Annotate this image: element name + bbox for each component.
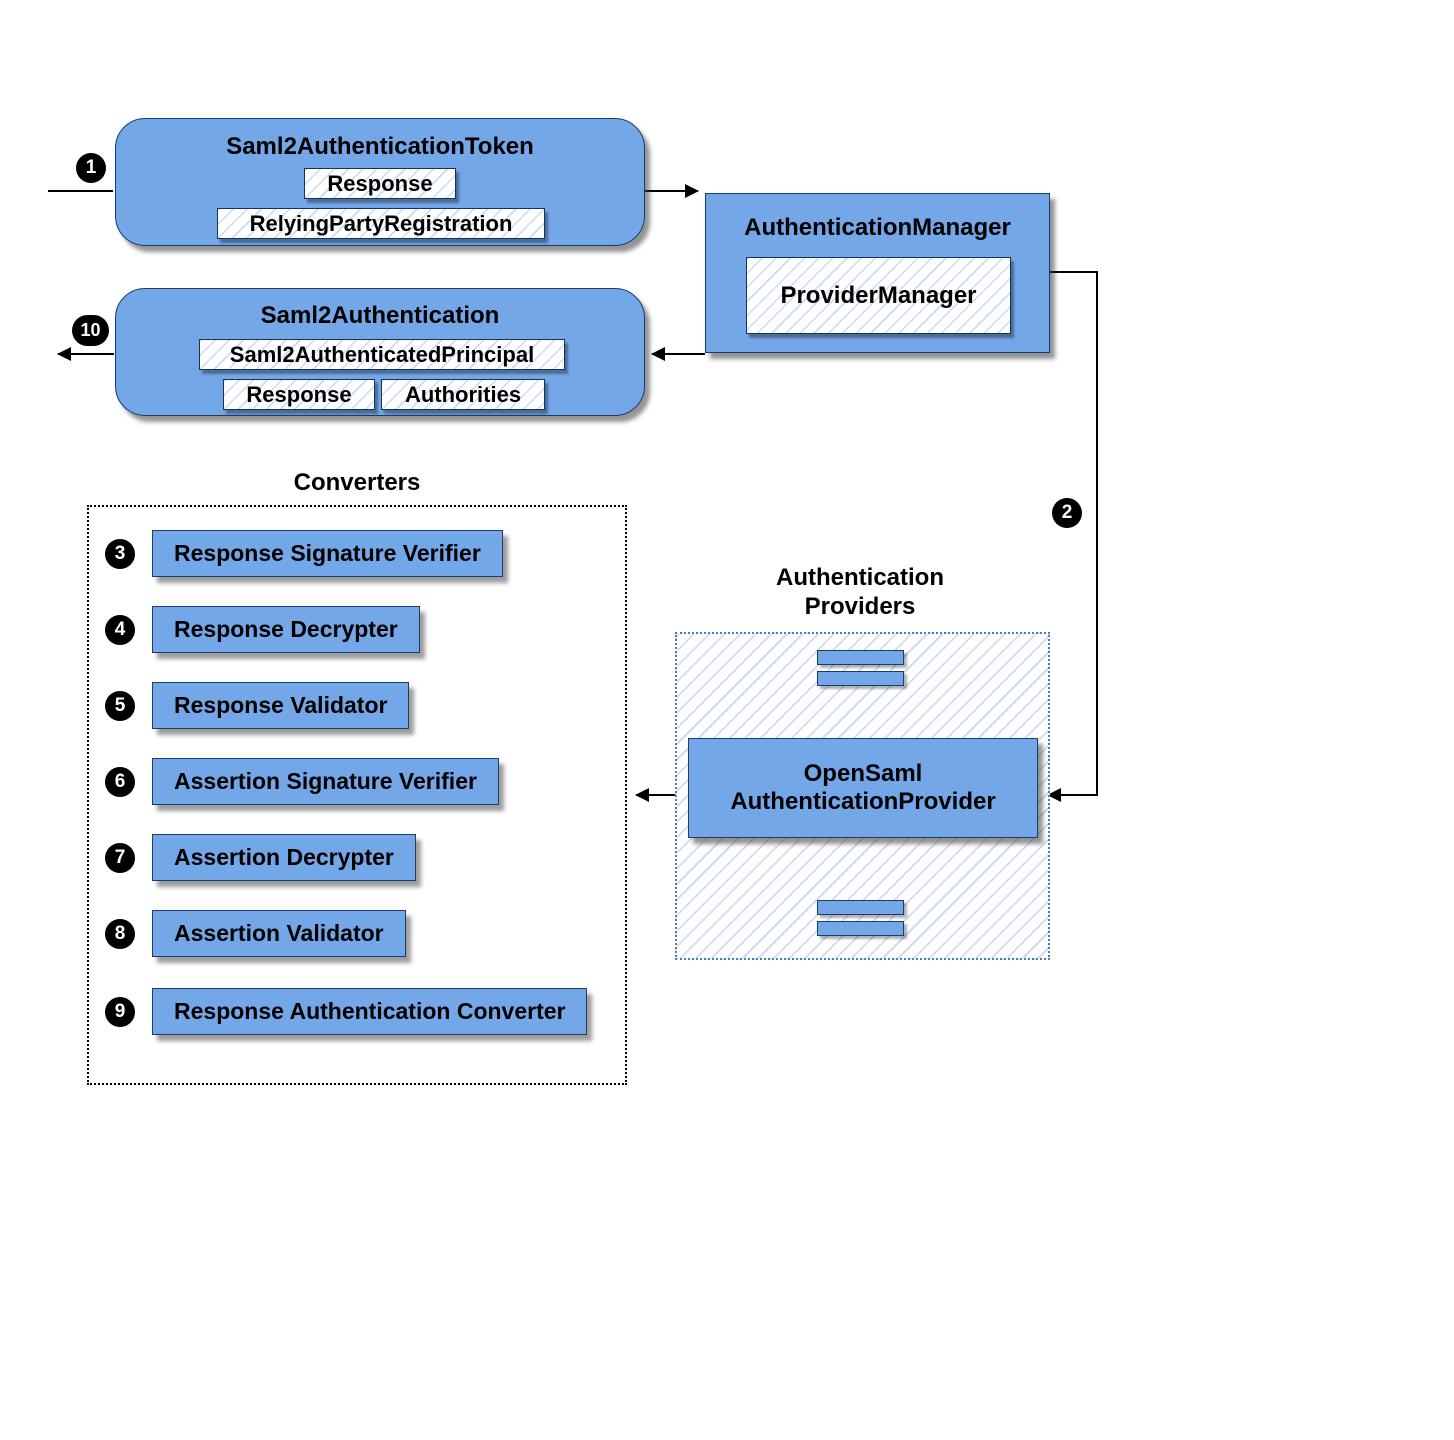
provider-placeholder-bar-bottom-2 (817, 921, 904, 936)
opensaml-authentication-provider-box: OpenSaml AuthenticationProvider (688, 738, 1038, 838)
opensaml-authentication-provider-line2: AuthenticationProvider (730, 788, 996, 815)
opensaml-authentication-provider-line1: OpenSaml (803, 760, 923, 787)
authentication-manager-title: AuthenticationManager (744, 214, 1011, 241)
converter-row-assertion-decrypter: 7 Assertion Decrypter (105, 834, 416, 881)
converter-row-response-decrypter: 4 Response Decrypter (105, 606, 420, 653)
saml2-authentication-response-box: Response (223, 379, 375, 410)
provider-manager-box: ProviderManager (746, 257, 1011, 334)
saml2-authentication-authorities-box: Authorities (381, 379, 545, 410)
assertion-signature-verifier-box: Assertion Signature Verifier (152, 758, 499, 805)
arrow-manager-to-provider (1047, 271, 1098, 802)
saml2-authentication-title: Saml2Authentication (260, 302, 500, 329)
converter-row-response-validator: 5 Response Validator (105, 682, 410, 729)
step-8-badge: 8 (105, 918, 135, 949)
response-validator-box: Response Validator (152, 682, 410, 729)
step-2-badge: 2 (1052, 498, 1082, 528)
saml2-authenticated-principal-box: Saml2AuthenticatedPrincipal (199, 339, 565, 370)
token-relying-party-registration-box: RelyingPartyRegistration (217, 208, 545, 239)
authentication-manager-box: AuthenticationManager ProviderManager (705, 193, 1050, 353)
converters-title: Converters (293, 469, 421, 496)
provider-placeholder-bar-bottom-1 (817, 900, 904, 915)
converters-container (87, 505, 627, 1085)
provider-placeholder-bar-top-1 (817, 650, 904, 665)
step-1-badge: 1 (76, 153, 106, 183)
converter-row-assertion-signature-verifier: 6 Assertion Signature Verifier (105, 758, 499, 805)
saml2-authentication-box: Saml2Authentication Saml2AuthenticatedPr… (115, 288, 645, 416)
authentication-providers-title-line1: Authentication (776, 564, 944, 591)
authentication-providers-title-line2: Providers (804, 593, 916, 620)
step-3-badge: 3 (105, 538, 135, 569)
assertion-decrypter-box: Assertion Decrypter (152, 834, 416, 881)
converter-row-response-authentication-converter: 9 Response Authentication Converter (105, 988, 588, 1035)
assertion-validator-box: Assertion Validator (152, 910, 406, 957)
provider-placeholder-bar-top-2 (817, 671, 904, 686)
converter-row-assertion-validator: 8 Assertion Validator (105, 910, 406, 957)
token-response-box: Response (304, 168, 456, 199)
step-7-badge: 7 (105, 842, 135, 873)
authentication-providers-title: Authentication Providers (730, 563, 990, 621)
converter-row-response-signature-verifier: 3 Response Signature Verifier (105, 530, 503, 577)
step-10-badge: 10 (72, 315, 109, 346)
saml2-authentication-token-title: Saml2AuthenticationToken (226, 133, 534, 160)
response-signature-verifier-box: Response Signature Verifier (152, 530, 503, 577)
saml2-authentication-token-box: Saml2AuthenticationToken Response Relyin… (115, 118, 645, 246)
step-4-badge: 4 (105, 614, 135, 645)
response-authentication-converter-box: Response Authentication Converter (152, 988, 588, 1035)
step-6-badge: 6 (105, 766, 135, 797)
response-decrypter-box: Response Decrypter (152, 606, 420, 653)
step-5-badge: 5 (105, 690, 135, 721)
step-9-badge: 9 (105, 996, 135, 1027)
